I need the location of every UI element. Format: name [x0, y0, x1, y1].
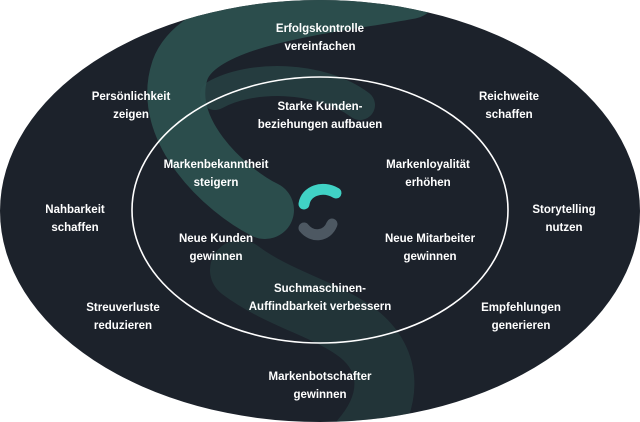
outer-label-erfolgskontrolle: Erfolgskontrolle vereinfachen — [276, 20, 364, 56]
label-line: Markenbekanntheit — [163, 159, 269, 171]
label-line: Markenbotschafter — [268, 371, 372, 383]
label-line: zeigen — [113, 109, 149, 121]
outer-label-nahbarkeit: Nahbarkeit schaffen — [45, 201, 104, 237]
label-line: Neue Kunden — [178, 233, 254, 245]
inner-label-suchmaschinen: Suchmaschinen- Auffindbarkeit verbessern — [249, 280, 392, 316]
inner-label-markenloyalitaet: Markenloyalität erhöhen — [386, 156, 470, 192]
outer-label-markenbotschafter: Markenbotschafter gewinnen — [269, 368, 372, 404]
outer-label-reichweite: Reichweite schaffen — [479, 88, 539, 124]
label-line: Starke Kunden- — [277, 101, 363, 113]
logo-top-arc — [298, 184, 342, 210]
swirl-lower — [210, 240, 415, 422]
label-line: erhöhen — [405, 177, 451, 189]
label-line: Reichweite — [478, 91, 540, 103]
label-line: Auffindbarkeit verbessern — [248, 301, 392, 313]
label-line: Empfehlungen — [481, 302, 561, 314]
outer-label-persoenlichkeit: Persönlichkeit zeigen — [92, 88, 171, 124]
inner-label-neue-kunden: Neue Kunden gewinnen — [179, 230, 253, 266]
label-line: Markenloyalität — [386, 159, 470, 171]
label-line: Storytelling — [532, 204, 596, 216]
label-line: Suchmaschinen- — [273, 283, 367, 295]
label-line: nutzen — [545, 222, 583, 234]
brand-logo-icon — [298, 184, 342, 241]
label-line: beziehungen aufbauen — [257, 119, 383, 131]
inner-label-neue-mitarbeiter: Neue Mitarbeiter gewinnen — [385, 230, 475, 266]
inner-label-starke-kundenbeziehungen: Starke Kunden- beziehungen aufbauen — [258, 98, 383, 134]
outer-label-storytelling: Storytelling nutzen — [532, 201, 595, 237]
label-line: gewinnen — [293, 389, 347, 401]
label-line: Persönlichkeit — [91, 91, 171, 103]
label-line: reduzieren — [93, 320, 153, 332]
outer-label-streuverluste: Streuverluste reduzieren — [86, 299, 160, 335]
label-line: schaffen — [485, 109, 533, 121]
label-line: gewinnen — [189, 251, 243, 263]
label-line: steigern — [193, 177, 239, 189]
outer-label-empfehlungen: Empfehlungen generieren — [481, 299, 561, 335]
label-line: schaffen — [51, 222, 99, 234]
label-line: generieren — [491, 320, 551, 332]
logo-bottom-arc — [298, 218, 338, 241]
label-line: Neue Mitarbeiter — [384, 233, 476, 245]
label-line: gewinnen — [403, 251, 457, 263]
label-line: vereinfachen — [284, 41, 356, 53]
label-line: Nahbarkeit — [45, 204, 105, 216]
label-line: Erfolgskontrolle — [275, 23, 365, 35]
inner-label-markenbekanntheit: Markenbekanntheit steigern — [164, 156, 269, 192]
swirl-middle — [200, 66, 375, 120]
swirl-upper — [147, 0, 439, 239]
label-line: Streuverluste — [86, 302, 160, 314]
inner-ring — [131, 76, 509, 344]
background-swirl — [147, 0, 439, 422]
